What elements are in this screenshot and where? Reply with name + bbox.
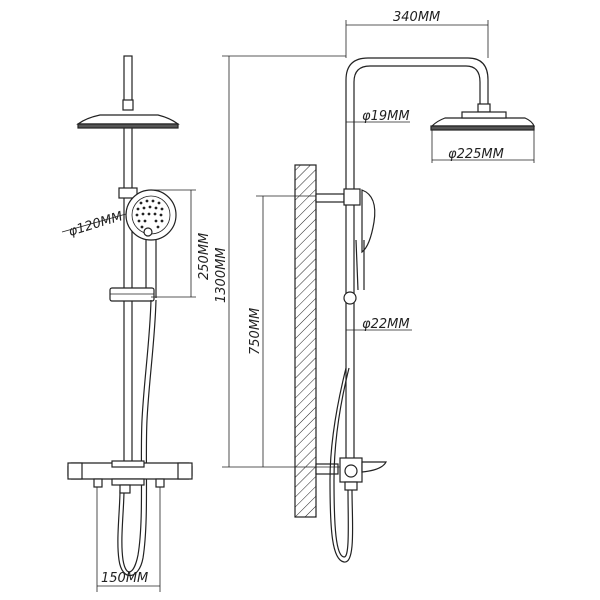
side-overhead-shower: [430, 111, 535, 131]
total-height-label: 1300MM: [214, 247, 229, 303]
arm-length-label: 340MM: [393, 10, 440, 25]
arm-pipe-diameter-label: φ19MM: [362, 109, 410, 124]
valve-centers-label: 150MM: [101, 571, 148, 586]
front-view: 150MM φ120MM 250MM: [61, 55, 212, 592]
front-slide-holder: [109, 287, 155, 302]
side-view: 340MM φ19MM φ225MM φ22MM 1300MM 750MM: [214, 10, 535, 563]
handshower-length-label: 250MM: [197, 233, 212, 280]
side-hand-shower: [343, 189, 376, 305]
front-hand-shower: [125, 189, 177, 298]
arm-length-dimension: [345, 20, 489, 58]
side-valve: [315, 457, 387, 491]
overhead-dimension: [431, 130, 535, 163]
wall-section: [294, 164, 317, 518]
front-overhead-shower: [76, 114, 180, 125]
slide-bar-height-label: 750MM: [248, 308, 263, 355]
handshower-dimension-lines: [61, 189, 196, 298]
riser-pipe-diameter-label: φ22MM: [362, 317, 410, 332]
front-thermostatic-valve: [67, 460, 193, 494]
front-top-arm: [123, 55, 133, 102]
front-150mm-dimension: [96, 487, 161, 592]
handshower-diameter-label: φ120MM: [67, 209, 125, 240]
side-hose: [329, 367, 354, 563]
slide-bar-height-dimension: [256, 195, 316, 467]
front-hose: [121, 299, 152, 573]
total-height-dimension: [222, 55, 346, 468]
overhead-diameter-label: φ225MM: [448, 147, 504, 162]
